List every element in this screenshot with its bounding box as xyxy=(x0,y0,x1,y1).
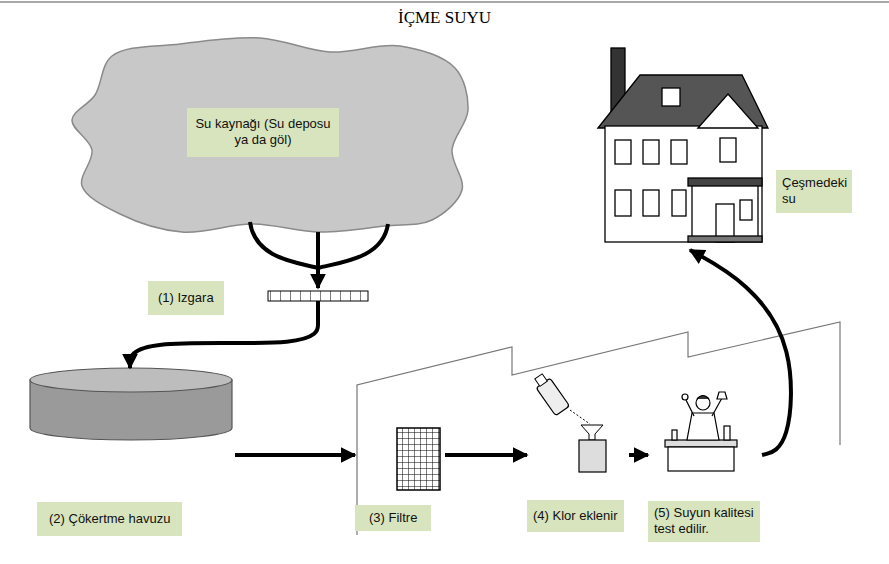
house xyxy=(672,190,686,216)
inflow-branches xyxy=(316,301,320,322)
lab-technician xyxy=(724,426,730,440)
lab-technician xyxy=(682,394,688,400)
house xyxy=(643,140,659,164)
inflow-branches xyxy=(250,222,318,268)
station-label: (2) Çökertme havuzu xyxy=(37,502,182,536)
lab-technician xyxy=(696,396,710,410)
chlorine-dosing xyxy=(570,410,590,424)
process-station: Çeşmedeki su xyxy=(585,35,855,250)
lab-technician xyxy=(668,447,734,471)
station-label: (1) Izgara xyxy=(148,281,224,315)
process-station: (3) Filtre xyxy=(355,425,445,532)
settling-tank xyxy=(30,368,232,392)
house xyxy=(598,48,768,242)
inflow-branches xyxy=(250,222,388,322)
house xyxy=(615,140,631,164)
house xyxy=(688,236,762,242)
lab-technician xyxy=(665,392,737,471)
lab-technician xyxy=(686,400,694,416)
settling-tank xyxy=(30,368,232,440)
plant-outline xyxy=(357,322,840,535)
house xyxy=(698,94,758,128)
chlorine-dosing xyxy=(532,372,570,416)
lab-technician xyxy=(672,430,677,440)
lab-technician xyxy=(665,440,737,447)
chlorine-dosing xyxy=(535,374,548,387)
station-label: (4) Klor eklenir xyxy=(527,500,624,532)
station-label: Çeşmedeki su xyxy=(776,170,852,213)
process-station: (2) Çökertme havuzu xyxy=(30,368,235,540)
house xyxy=(662,88,680,106)
house xyxy=(691,186,692,242)
inflow-branches xyxy=(318,224,388,268)
lab-technician xyxy=(687,413,719,440)
process-station: Su kaynağı (Su deposu ya da göl) xyxy=(75,38,470,232)
house xyxy=(615,190,631,216)
flow-arrow xyxy=(445,453,527,457)
flow-arrow xyxy=(690,250,791,455)
filter-symbol xyxy=(397,428,440,490)
house xyxy=(605,126,762,242)
chlorine-dosing xyxy=(532,372,606,472)
house xyxy=(643,190,659,216)
chlorine-dosing xyxy=(581,425,603,440)
grate-symbol xyxy=(268,291,368,301)
flow-arrow xyxy=(235,453,355,457)
lab-technician xyxy=(712,398,722,416)
process-station: (5) Suyun kalitesi test edilir. xyxy=(648,385,762,563)
station-label: (3) Filtre xyxy=(355,505,431,531)
water-source-cloud xyxy=(72,38,468,233)
house xyxy=(688,178,762,186)
flow-arrow xyxy=(629,453,648,457)
top-rule xyxy=(0,2,889,3)
flow-arrow xyxy=(130,320,318,368)
house xyxy=(598,75,768,128)
chlorine-dosing xyxy=(579,440,606,472)
house xyxy=(671,140,687,164)
house xyxy=(757,186,758,242)
station-label: (5) Suyun kalitesi test edilir. xyxy=(648,501,760,542)
house xyxy=(740,200,752,220)
lab-technician xyxy=(697,396,709,400)
station-label: Su kaynağı (Su deposu ya da göl) xyxy=(187,108,339,157)
house xyxy=(720,138,736,162)
flow-arrow xyxy=(316,232,320,288)
diagram-title: İÇME SUYU xyxy=(0,8,889,28)
lab-technician xyxy=(717,392,727,399)
process-station: (4) Klor eklenir xyxy=(527,378,629,537)
process-station: (1) Izgara xyxy=(148,288,368,320)
